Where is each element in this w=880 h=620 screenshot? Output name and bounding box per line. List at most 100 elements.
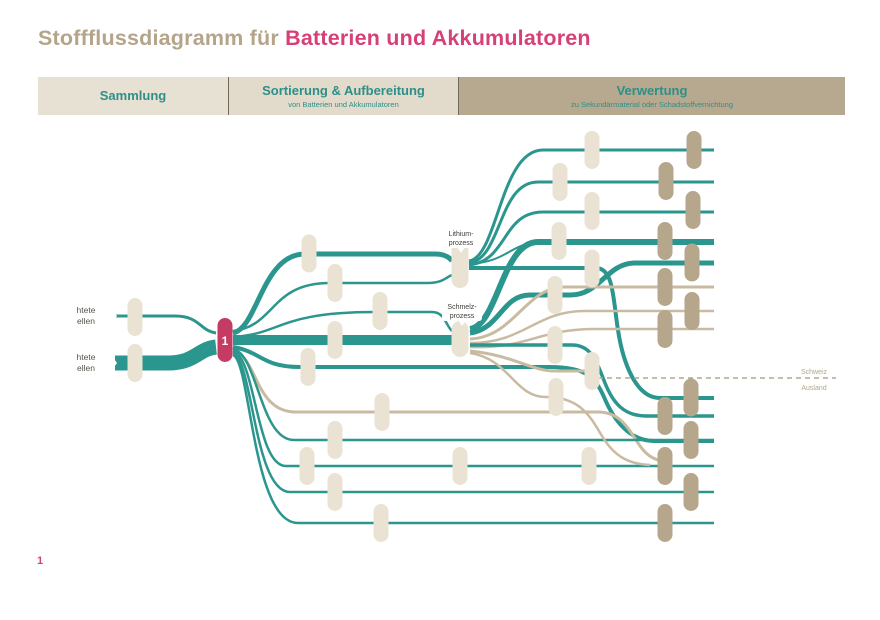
flow	[232, 251, 455, 336]
source-label-line1: htete	[77, 352, 96, 362]
flow-node	[327, 321, 343, 359]
lithium-process-node	[451, 242, 469, 288]
flow	[469, 351, 651, 467]
stage-header-verwertung: Verwertung zu Sekundärmaterial oder Scha…	[458, 77, 845, 115]
flow-node	[552, 163, 568, 201]
swiss-abroad-divider: Schweiz Ausland	[598, 369, 836, 392]
flow-node	[657, 268, 673, 306]
source-hexagon	[43, 296, 117, 336]
flow	[469, 239, 714, 332]
flow-node	[686, 131, 702, 169]
flow-node	[683, 473, 699, 511]
process-nodes: Lithium- prozess Schmelz- prozess	[441, 227, 482, 357]
flow-node	[327, 421, 343, 459]
stage-label: Verwertung	[616, 82, 688, 98]
page-number: 1	[37, 555, 44, 567]
boundary-label-schweiz: Schweiz	[801, 369, 828, 376]
flow-node	[584, 249, 600, 288]
title-prefix: Stoffflussdiagramm für	[38, 26, 286, 50]
flow	[468, 148, 714, 263]
flow-node	[372, 292, 388, 330]
flow	[468, 180, 714, 265]
flow-node	[683, 421, 699, 459]
flow	[232, 351, 714, 494]
flow-node	[300, 348, 316, 386]
labelbox-pointer	[457, 247, 465, 253]
schmelz-label-line2: prozess	[450, 313, 475, 320]
labelbox-pointer	[458, 320, 466, 326]
sorting-nodes	[127, 131, 600, 542]
stage-label: Sortierung & Aufbereitung	[262, 82, 425, 98]
flow	[232, 345, 714, 443]
flow	[469, 349, 586, 373]
flow	[232, 273, 453, 333]
flow	[115, 339, 218, 371]
schmelz-process-labelbox	[442, 300, 482, 321]
flow	[469, 260, 714, 336]
stage-sublabel: von Batterien und Akkumulatoren	[288, 99, 399, 109]
flow	[115, 314, 217, 335]
flow	[468, 210, 714, 267]
flow-node	[684, 243, 700, 282]
flow	[232, 349, 663, 463]
flow	[469, 309, 714, 345]
hub-node-1: 1	[217, 318, 233, 362]
flow-node	[301, 234, 317, 273]
stage-sublabel: zu Sekundärmaterial oder Schadstoffverni…	[570, 99, 734, 109]
flow-node	[683, 378, 699, 417]
flow-node	[373, 504, 389, 542]
source-hexagon	[43, 343, 117, 383]
hub-pill	[217, 318, 233, 362]
flow-node	[548, 378, 564, 416]
stage-header-sammlung: Sammlung	[38, 77, 228, 115]
source-label-line2: ellen	[77, 316, 95, 326]
flow-node	[657, 397, 673, 435]
flow-node	[584, 131, 600, 169]
flow-node	[584, 192, 600, 230]
stage-label: Sammlung	[99, 88, 167, 103]
page-title: Stoffflussdiagramm für Batterien und Akk…	[38, 26, 848, 51]
hub-fan-flows	[232, 251, 714, 525]
flow-node	[452, 447, 468, 485]
flow	[232, 347, 714, 442]
flow-node	[547, 326, 563, 364]
collection-flows	[115, 314, 218, 371]
schmelz-process-node	[451, 321, 469, 357]
flow-node	[581, 447, 597, 485]
lithium-label-line2: prozess	[449, 240, 474, 247]
stage-header-bar: Sammlung Sortierung & Aufbereitung von B…	[38, 77, 845, 115]
flow-node	[684, 292, 700, 330]
flow-node	[657, 504, 673, 542]
flow	[470, 343, 714, 418]
flow-node	[127, 344, 143, 382]
flow	[232, 310, 453, 339]
flow-node	[299, 447, 315, 485]
source-label-line1: htete	[77, 305, 96, 315]
flow-node	[658, 162, 674, 200]
flow	[232, 353, 714, 525]
source-label-line2: ellen	[77, 363, 95, 373]
flow-node	[127, 298, 143, 336]
flow-node	[685, 191, 701, 229]
flow-node	[551, 222, 567, 260]
flow-node	[374, 393, 390, 431]
flow	[469, 285, 714, 341]
source-nodes: htete ellen htete ellen	[43, 296, 117, 383]
hub-label: 1	[222, 334, 229, 348]
recovery-nodes	[657, 131, 702, 542]
flow-node	[584, 352, 600, 390]
lithium-label-line1: Lithium-	[449, 231, 475, 238]
flow	[232, 349, 714, 468]
stage-header-sortierung: Sortierung & Aufbereitung von Batterien …	[228, 77, 458, 115]
flow-node	[657, 222, 673, 260]
title-highlight: Batterien und Akkumulatoren	[285, 26, 591, 50]
schmelz-label-line1: Schmelz-	[447, 304, 477, 311]
lithium-process-labelbox	[441, 227, 481, 248]
flow-node	[547, 276, 563, 314]
boundary-label-ausland: Ausland	[801, 385, 826, 392]
flow-node	[657, 447, 673, 485]
flow-node	[327, 473, 343, 511]
flow-node	[327, 264, 343, 302]
